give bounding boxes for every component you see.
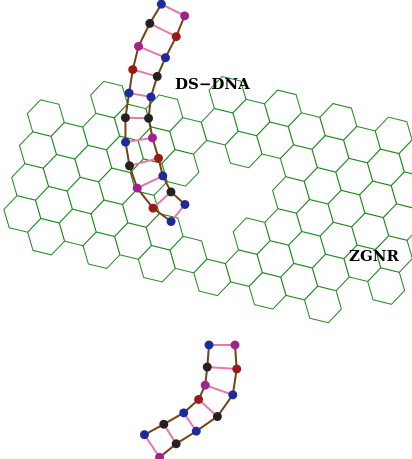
base-pair xyxy=(138,45,166,59)
hexagon-cell xyxy=(263,89,302,128)
nucleotide xyxy=(146,92,156,102)
hexagon-cell xyxy=(145,213,184,251)
nucleotide xyxy=(147,133,157,143)
base-pair xyxy=(207,366,237,370)
nucleotide xyxy=(171,439,181,449)
nucleotide xyxy=(194,394,204,404)
base-pair xyxy=(204,384,234,396)
nucleotide xyxy=(202,362,212,372)
nucleotide xyxy=(144,113,154,123)
hexagon-cell xyxy=(382,203,412,241)
nucleotide xyxy=(121,137,131,147)
hexagon-cell xyxy=(390,171,412,209)
dna-strand-top xyxy=(120,0,190,227)
hexagon-cell xyxy=(169,235,208,274)
nucleotide xyxy=(152,71,162,81)
nucleotide xyxy=(180,199,190,209)
backbone-strand xyxy=(143,344,210,436)
nucleotide xyxy=(120,113,130,123)
nucleotide xyxy=(156,0,166,9)
nucleotide xyxy=(191,426,201,436)
nucleotide xyxy=(128,65,138,75)
nucleotide xyxy=(232,364,242,374)
base-pair xyxy=(129,157,159,167)
hexagon-cell xyxy=(319,103,358,141)
nucleotide xyxy=(180,11,190,21)
hexagon-cell xyxy=(367,267,406,305)
base-pair xyxy=(125,136,153,144)
hexagon-cell xyxy=(303,285,342,324)
nucleotide xyxy=(171,32,181,42)
nucleotide xyxy=(200,380,210,390)
nucleotide xyxy=(230,340,240,350)
hexagon-cell xyxy=(374,116,412,155)
hexagon-cell xyxy=(90,80,129,119)
base-pair xyxy=(143,434,161,458)
nucleotide xyxy=(160,53,170,63)
nucleotide xyxy=(134,41,144,51)
hexagon-cell xyxy=(161,149,200,187)
nucleotide xyxy=(179,408,189,418)
ds-dna-label: DS−DNA xyxy=(175,75,250,93)
nucleotide xyxy=(204,340,214,350)
dna-strand-bottom xyxy=(139,340,242,459)
nucleotide xyxy=(166,187,176,197)
nucleotide xyxy=(132,183,142,193)
base-pair xyxy=(149,22,177,38)
nucleotide xyxy=(145,18,155,28)
hexagon-cell xyxy=(26,99,65,137)
hexagon-cell xyxy=(398,139,412,175)
nucleotide xyxy=(153,153,163,163)
nucleotide xyxy=(148,203,158,213)
nucleotide xyxy=(158,171,168,181)
nucleotide xyxy=(228,390,238,400)
nucleotide xyxy=(159,419,169,429)
nucleotide xyxy=(125,161,135,171)
nucleotide xyxy=(155,452,165,459)
graphene-nanoribbon-lattice xyxy=(3,75,412,324)
base-pair xyxy=(136,175,164,189)
nucleotide xyxy=(166,217,176,227)
zgnr-label: ZGNR xyxy=(349,247,399,265)
nucleotide xyxy=(212,412,222,422)
nucleotide xyxy=(139,430,149,440)
nucleotide xyxy=(124,88,134,98)
